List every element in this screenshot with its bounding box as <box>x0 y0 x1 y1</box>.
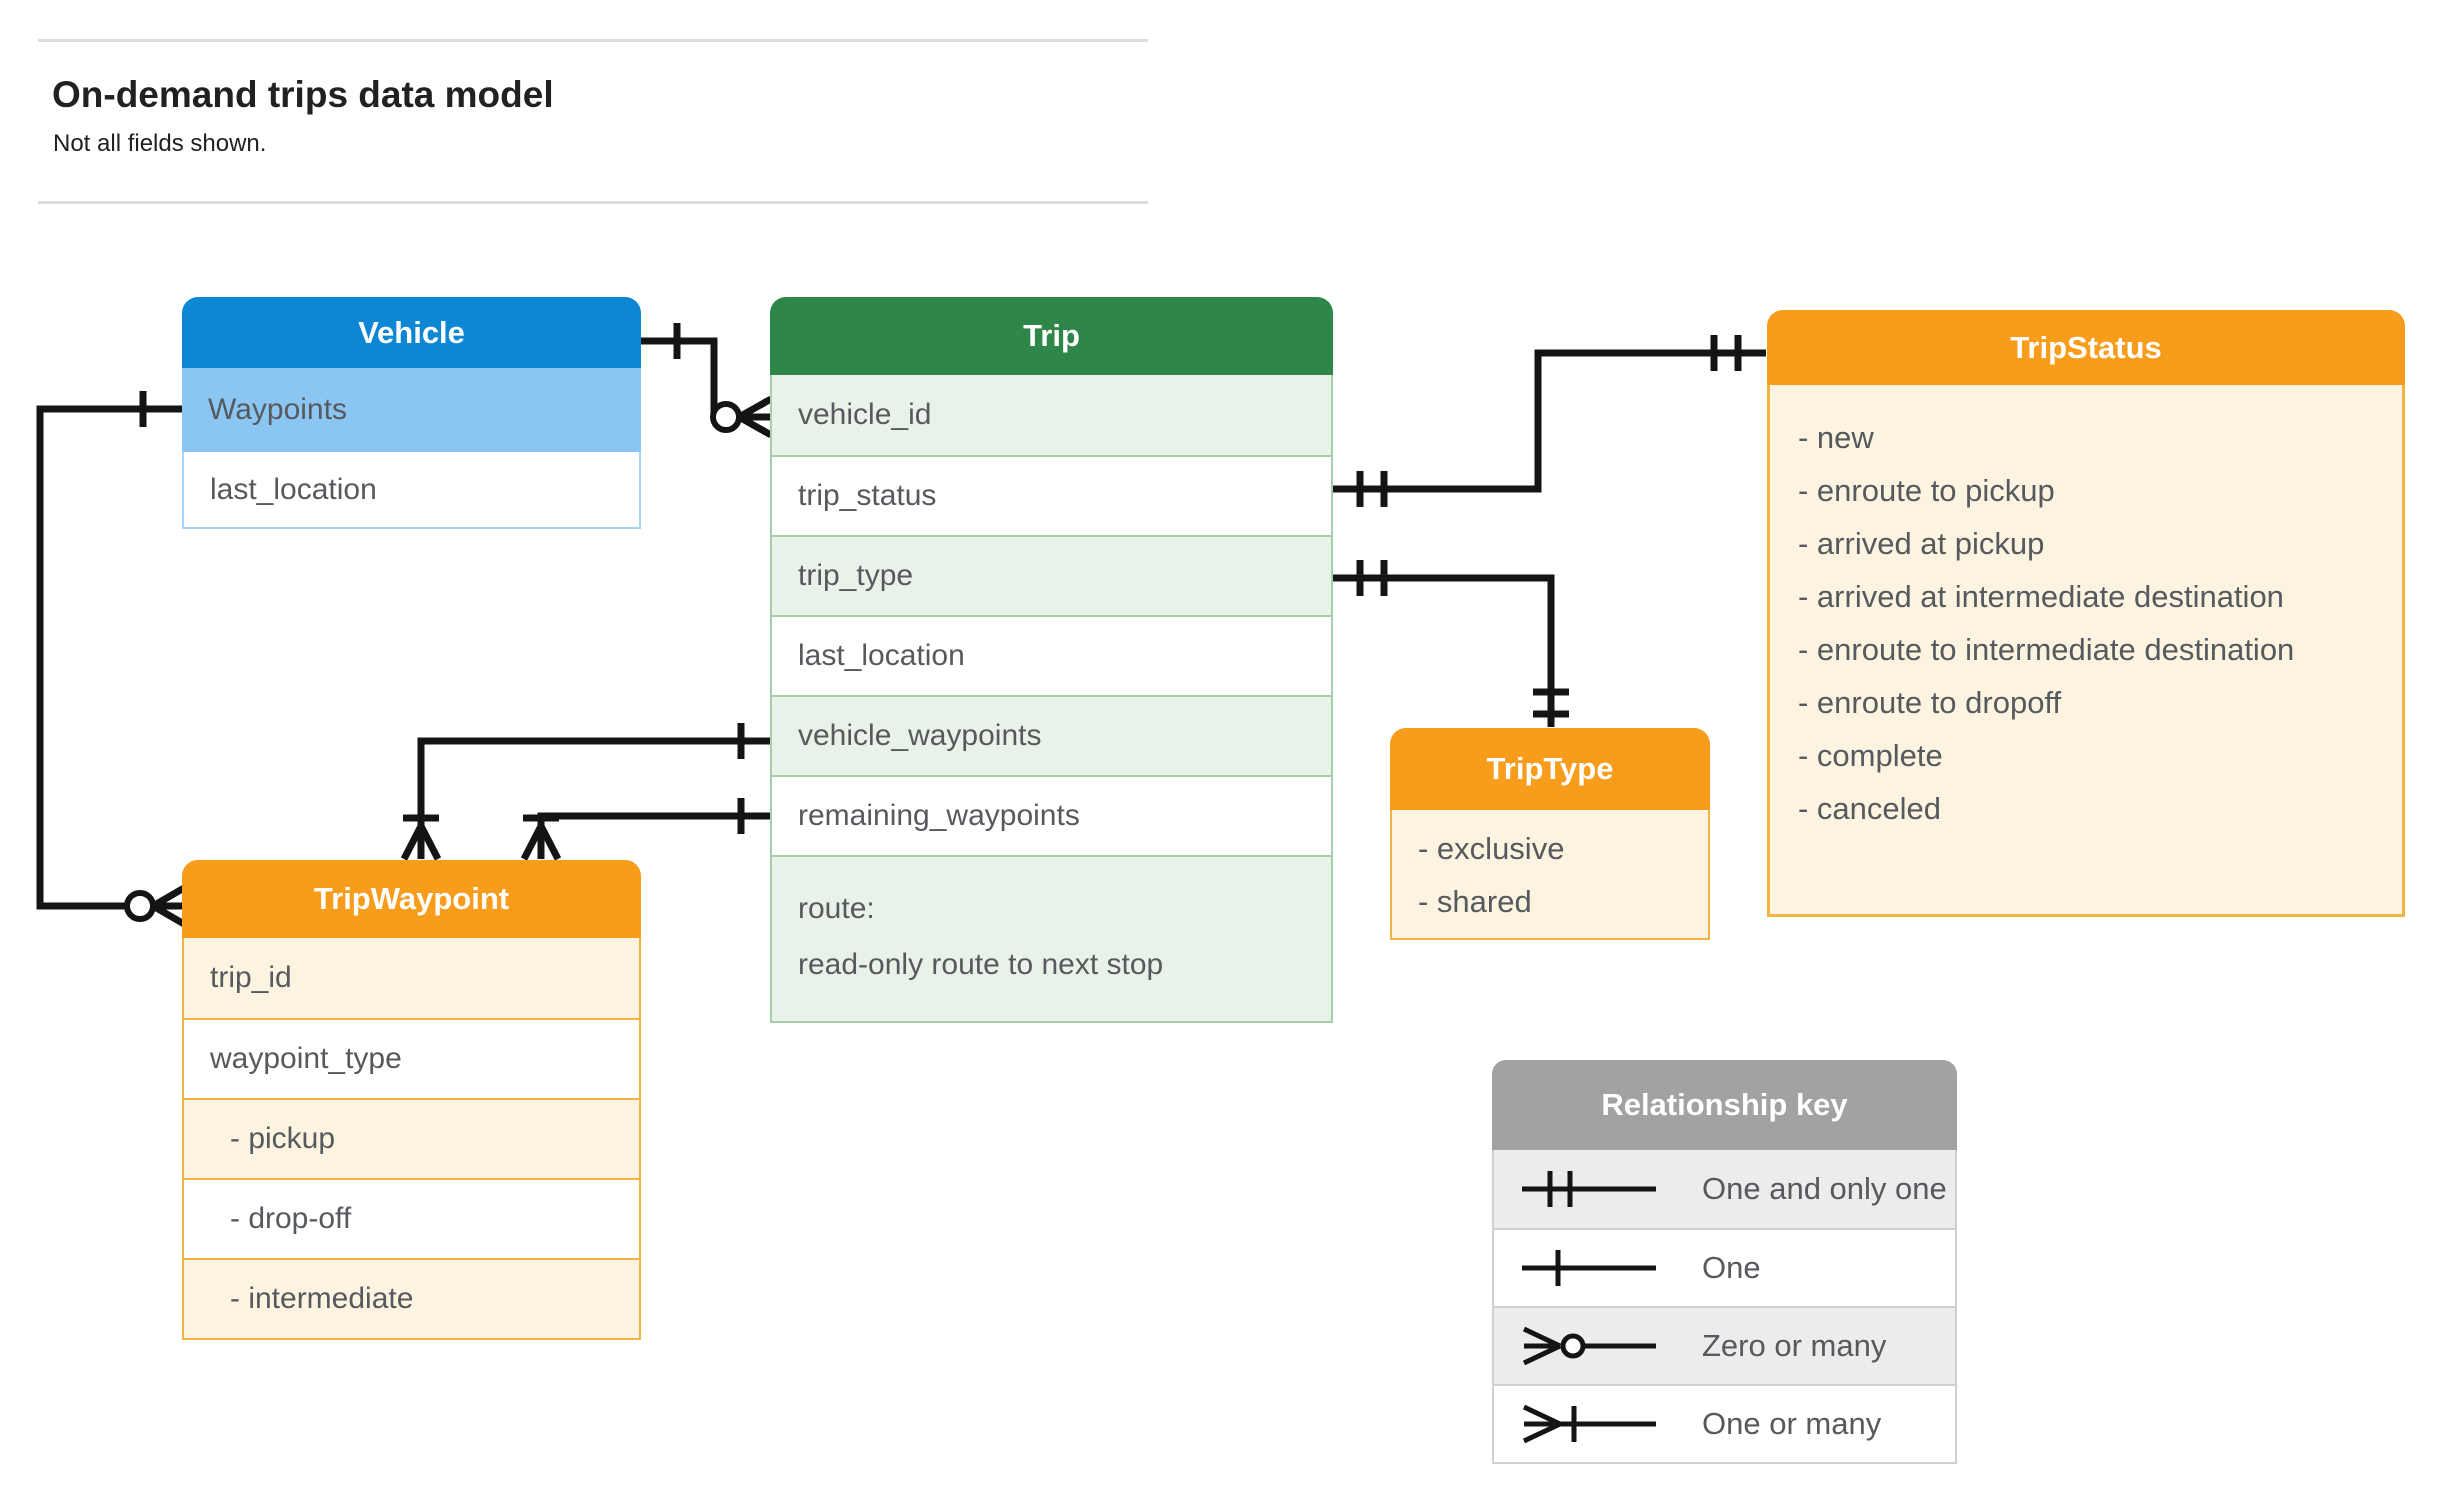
trip-row-trip-status: trip_status <box>772 455 1331 535</box>
trip-row-trip-type: trip_type <box>772 535 1331 615</box>
legend-label: Zero or many <box>1702 1328 1887 1363</box>
entity-tripstatus: TripStatus - new - enroute to pickup - a… <box>1767 310 2405 917</box>
tripstatus-item-canceled: - canceled <box>1798 791 1942 826</box>
zero-or-many-icon <box>1522 1326 1656 1366</box>
entity-trip: Trip vehicle_id trip_status trip_type la… <box>770 297 1333 1023</box>
relationship-key-header: Relationship key <box>1492 1060 1957 1150</box>
trip-route-line-1: route: <box>798 892 875 925</box>
vehicle-body: Waypoints last_location <box>182 368 641 529</box>
trip-row-vehicle-waypoints: vehicle_waypoints <box>772 695 1331 775</box>
legend-label: One and only one <box>1702 1171 1947 1206</box>
tripstatus-item-enroute-pickup: - enroute to pickup <box>1798 473 2055 508</box>
triptype-body: - exclusive - shared <box>1390 810 1710 940</box>
trip-route-line-2: read-only route to next stop <box>798 948 1164 981</box>
trip-row-vehicle-id: vehicle_id <box>772 375 1331 455</box>
trip-row-route: route: read-only route to next stop <box>772 855 1331 1021</box>
tripwaypoint-header: TripWaypoint <box>182 860 641 938</box>
triptype-item-exclusive: - exclusive <box>1418 831 1565 866</box>
page-title: On-demand trips data model <box>52 74 554 115</box>
tripwaypoint-row-drop-off: - drop-off <box>184 1178 639 1258</box>
legend-row-one-and-only-one: One and only one <box>1494 1150 1955 1228</box>
tripstatus-body: - new - enroute to pickup - arrived at p… <box>1767 385 2405 917</box>
relationship-key-body: One and only one One Zero <box>1492 1150 1957 1464</box>
entity-tripwaypoint: TripWaypoint trip_id waypoint_type - pic… <box>182 860 641 1340</box>
tripwaypoint-row-trip-id: trip_id <box>184 938 639 1018</box>
tripwaypoint-row-intermediate: - intermediate <box>184 1258 639 1338</box>
entity-triptype: TripType - exclusive - shared <box>1390 728 1710 940</box>
trip-row-remaining-waypoints: remaining_waypoints <box>772 775 1331 855</box>
vehicle-row-last-location: last_location <box>184 452 639 527</box>
trip-row-last-location: last_location <box>772 615 1331 695</box>
tripstatus-item-arrived-pickup: - arrived at pickup <box>1798 526 2045 561</box>
vehicle-row-waypoints: Waypoints <box>182 368 641 452</box>
legend-label: One <box>1702 1250 1761 1285</box>
one-and-only-one-icon <box>1522 1171 1656 1207</box>
triptype-item-shared: - shared <box>1418 884 1532 919</box>
vehicle-header: Vehicle <box>182 297 641 368</box>
tripstatus-item-enroute-intermediate: - enroute to intermediate destination <box>1798 632 2295 667</box>
tripstatus-item-enroute-dropoff: - enroute to dropoff <box>1798 685 2062 720</box>
tripstatus-header: TripStatus <box>1767 310 2405 385</box>
legend-row-zero-or-many: Zero or many <box>1494 1306 1955 1384</box>
one-or-many-icon <box>1522 1404 1656 1444</box>
legend-label: One or many <box>1702 1406 1882 1441</box>
tripstatus-item-arrived-intermediate: - arrived at intermediate destination <box>1798 579 2284 614</box>
tripwaypoint-body: trip_id waypoint_type - pickup - drop-of… <box>182 938 641 1340</box>
trip-header: Trip <box>770 297 1333 375</box>
relationship-key: Relationship key One and only one One <box>1492 1060 1957 1464</box>
entity-vehicle: Vehicle Waypoints last_location <box>182 297 641 529</box>
one-icon <box>1522 1250 1656 1286</box>
triptype-header: TripType <box>1390 728 1710 810</box>
tripwaypoint-row-waypoint-type: waypoint_type <box>184 1018 639 1098</box>
top-divider <box>38 39 1148 42</box>
tripstatus-item-complete: - complete <box>1798 738 1943 773</box>
tripstatus-item-new: - new <box>1798 420 1874 455</box>
legend-row-one-or-many: One or many <box>1494 1384 1955 1462</box>
tripwaypoint-row-pickup: - pickup <box>184 1098 639 1178</box>
page-subtitle: Not all fields shown. <box>53 130 267 157</box>
trip-body: vehicle_id trip_status trip_type last_lo… <box>770 375 1333 1023</box>
bottom-divider <box>38 201 1148 204</box>
legend-row-one: One <box>1494 1228 1955 1306</box>
